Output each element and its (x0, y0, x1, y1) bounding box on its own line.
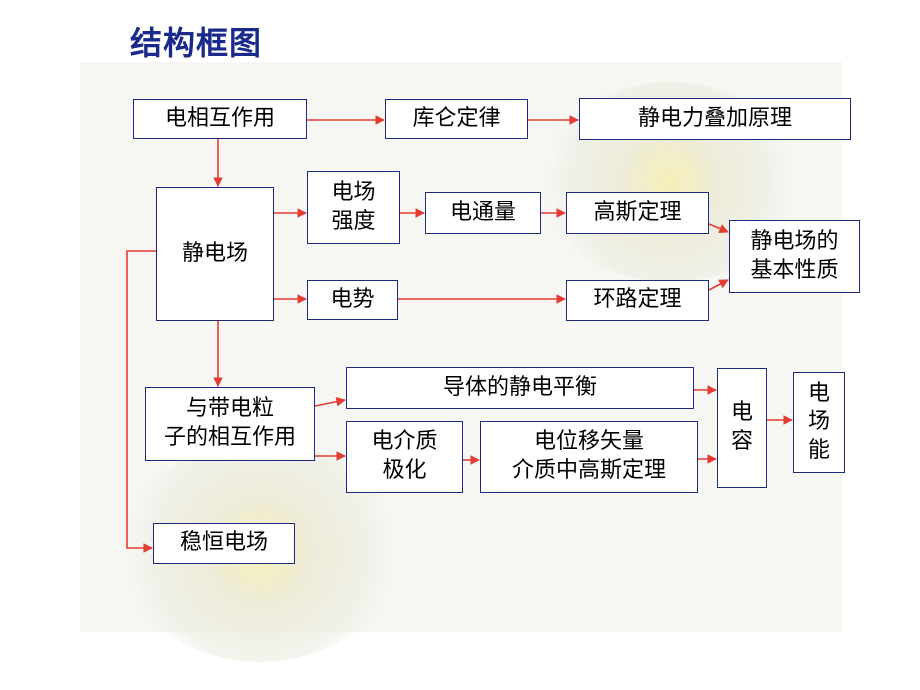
arrow-gauss-properties (708, 223, 729, 234)
arrow-loop-properties (708, 279, 729, 291)
node-coulomb: 库仑定律 (385, 99, 528, 139)
node-gauss: 高斯定理 (566, 192, 709, 234)
node-field-strength: 电场 强度 (307, 171, 400, 244)
node-superposition: 静电力叠加原理 (579, 98, 851, 140)
node-with-charged: 与带电粒 子的相互作用 (145, 387, 315, 461)
node-electrostatic-field: 静电场 (156, 187, 274, 321)
page-title: 结构框图 (130, 24, 263, 62)
node-steady-field: 稳恒电场 (153, 523, 295, 564)
node-potential: 电势 (307, 280, 398, 320)
node-energy: 电 场 能 (793, 372, 845, 473)
node-flux: 电通量 (425, 192, 541, 234)
arrow-field-steady (126, 250, 156, 553)
node-capacitance: 电 容 (717, 368, 767, 488)
node-properties: 静电场的 基本性质 (729, 220, 860, 293)
node-displacement: 电位移矢量 介质中高斯定理 (480, 421, 698, 493)
node-loop: 环路定理 (566, 280, 709, 321)
arrow-charged-conductor (314, 396, 346, 407)
node-polarization: 电介质 极化 (346, 421, 463, 493)
node-interaction: 电相互作用 (133, 99, 307, 139)
node-conductor: 导体的静电平衡 (346, 367, 694, 409)
